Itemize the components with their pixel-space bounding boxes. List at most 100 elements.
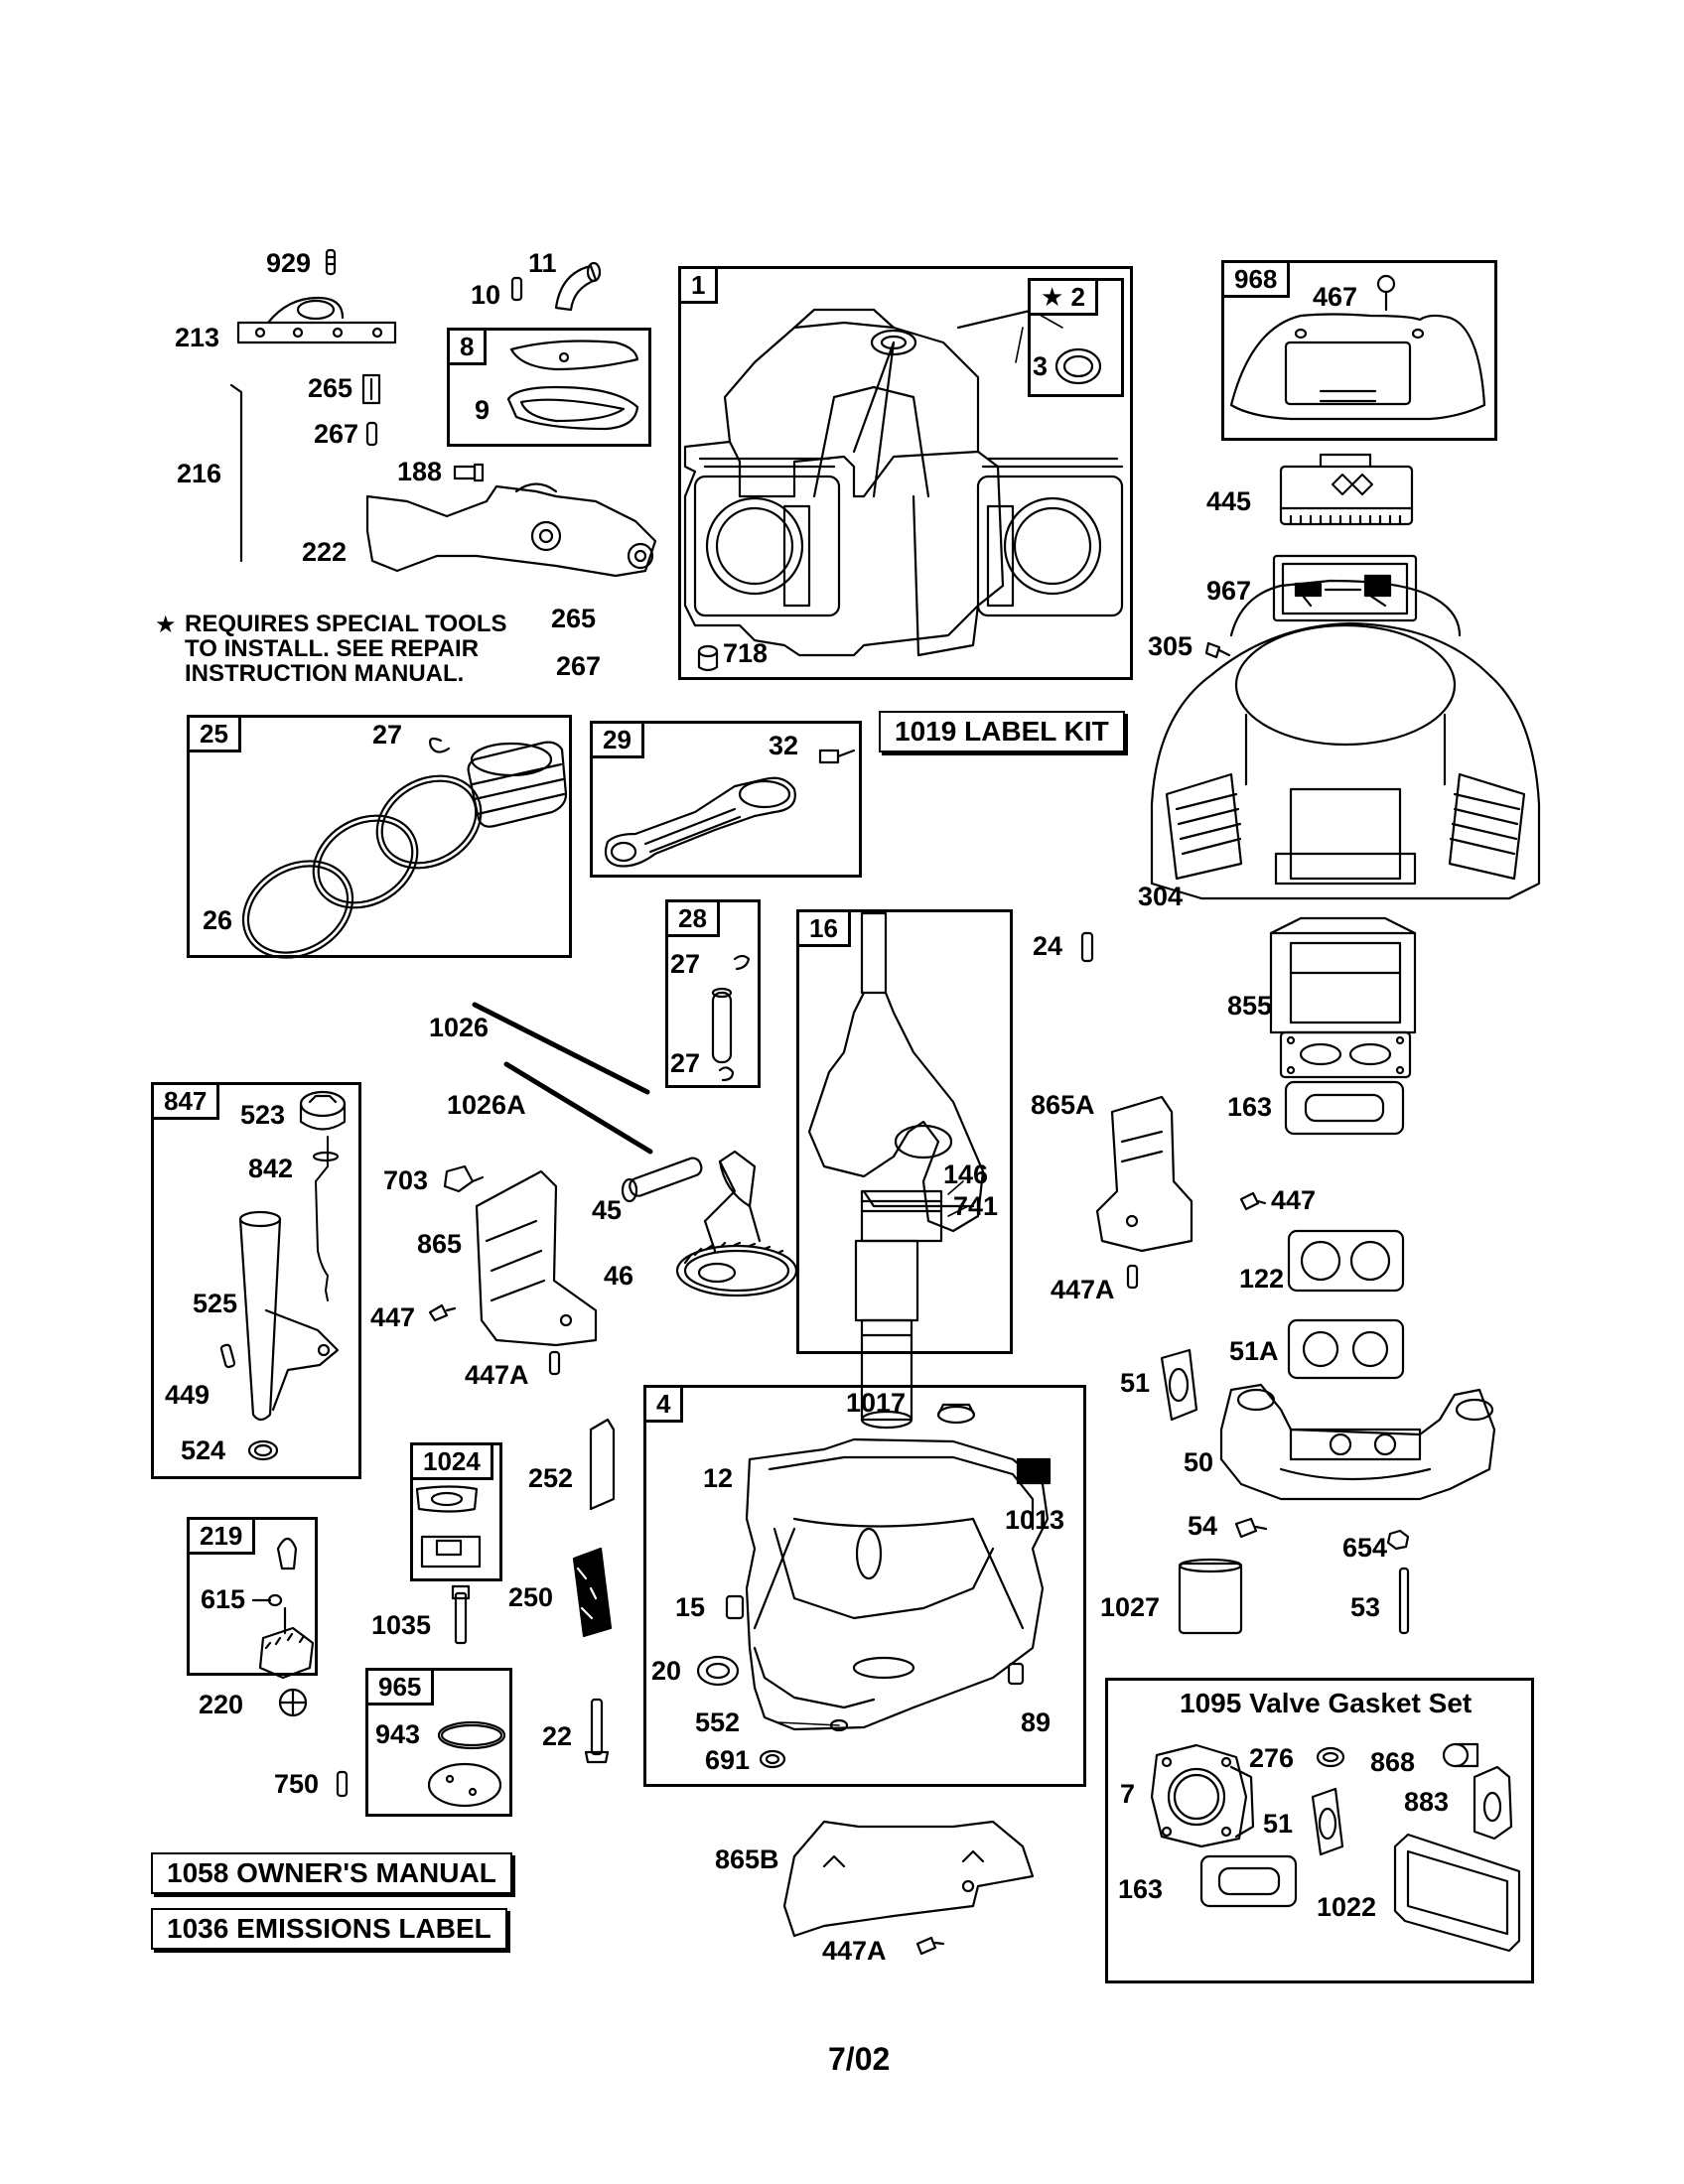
box-968: 968 <box>1221 260 1497 441</box>
piston-25-icon <box>467 741 568 828</box>
part-label: 654 <box>1342 1533 1388 1563</box>
box-number: 1 <box>678 266 719 304</box>
box-number: 28 <box>665 899 720 937</box>
part-label: 265 <box>308 373 353 403</box>
box-4: 4 <box>643 1385 1086 1787</box>
part-label: 20 <box>651 1656 682 1686</box>
note-line: INSTRUCTION MANUAL. <box>185 660 465 687</box>
gasket-set-title: 1095 Valve Gasket Set <box>1180 1688 1473 1718</box>
part-label: 11 <box>528 248 557 278</box>
gear-assembly-615-icon <box>258 1606 315 1680</box>
box-number: 968 <box>1221 260 1291 298</box>
part-label: 967 <box>1206 576 1252 606</box>
box-number: 29 <box>590 721 644 758</box>
clip-27-icon <box>429 737 451 753</box>
rod-216-icon <box>229 383 243 563</box>
part-label: 27 <box>670 949 701 979</box>
screw-447A-bottom-icon <box>915 1936 945 1956</box>
screw-449-icon <box>219 1343 236 1369</box>
part-label: 122 <box>1239 1264 1285 1294</box>
bolt-22-icon <box>584 1698 610 1764</box>
part-label: 252 <box>528 1463 574 1493</box>
part-label: 250 <box>508 1582 554 1612</box>
part-label: 220 <box>199 1690 244 1719</box>
part-label: 883 <box>1404 1787 1450 1817</box>
crankshaft-16-icon <box>807 911 985 1430</box>
cylinder-baffle-865B-icon <box>782 1820 1035 1938</box>
screw-54-icon <box>1234 1517 1268 1539</box>
clip-27-upper-icon <box>733 954 751 971</box>
screw-305-icon <box>1204 641 1231 659</box>
box-28: 28 <box>665 899 761 1088</box>
spacer-122-icon <box>1287 1229 1405 1293</box>
part-label: 188 <box>397 457 443 486</box>
part-label: 54 <box>1188 1511 1218 1541</box>
plug-703-icon <box>443 1164 485 1193</box>
part-label: 12 <box>703 1463 734 1493</box>
part-label: 868 <box>1370 1747 1416 1777</box>
box-1095-gasket-set <box>1105 1678 1534 1983</box>
part-label: 449 <box>165 1380 210 1410</box>
part-label: 615 <box>201 1584 246 1614</box>
dipstick-842-icon <box>315 1136 329 1301</box>
part-label: 691 <box>705 1745 751 1775</box>
part-label: 7 <box>1120 1779 1136 1809</box>
part-label: 146 <box>943 1160 989 1189</box>
part-label: 865A <box>1031 1090 1095 1120</box>
seal-943-icon <box>437 1720 506 1750</box>
box-16: 16 <box>796 909 1013 1354</box>
emissions-label-tag: 1036 EMISSIONS LABEL <box>151 1908 507 1950</box>
dipstick-cap-523-icon <box>299 1090 347 1131</box>
part-label: 718 <box>723 638 769 668</box>
dowel-718-icon <box>697 644 719 672</box>
part-label: 51 <box>1120 1368 1151 1398</box>
screw-929-icon <box>325 248 337 276</box>
gasket-51-set-icon <box>1311 1787 1344 1856</box>
part-label: 45 <box>592 1195 623 1225</box>
screw-447-right-icon <box>1239 1191 1267 1211</box>
screw-447A-icon <box>548 1350 561 1376</box>
part-label: 3 <box>1033 351 1049 381</box>
governor-220-icon <box>278 1688 308 1717</box>
part-label: 447A <box>465 1360 529 1390</box>
oil-filter-1035-icon <box>451 1584 471 1645</box>
clip-27-lower-icon <box>718 1066 735 1082</box>
box-number: 847 <box>151 1082 220 1120</box>
ring-615-icon <box>251 1593 283 1607</box>
pushrod-1026A-icon <box>503 1061 653 1155</box>
box-965: 965 <box>365 1668 512 1817</box>
box-8: 8 <box>447 328 651 447</box>
box-25: 25 <box>187 715 572 958</box>
part-label: 447A <box>822 1936 887 1966</box>
intake-manifold-50-icon <box>1219 1383 1496 1501</box>
part-label: 10 <box>471 280 501 310</box>
part-label: 703 <box>383 1165 429 1195</box>
part-label: 304 <box>1138 882 1184 911</box>
part-label: 855 <box>1227 991 1273 1021</box>
plug-89-icon <box>1007 1662 1025 1686</box>
knob-467-icon <box>1376 274 1396 312</box>
revision-date: 7/02 <box>828 2041 891 2077</box>
crankcase-cover-4-icon <box>745 1437 1050 1731</box>
cylinder-baffle-865A-icon <box>1095 1095 1193 1253</box>
filter-screen-1013-icon <box>1016 1457 1052 1485</box>
elbow-tube-11-icon <box>554 261 602 312</box>
camshaft-46-icon <box>675 1150 798 1297</box>
part-label: 163 <box>1227 1092 1273 1122</box>
part-label: 865 <box>417 1229 463 1259</box>
part-label: 865B <box>715 1844 779 1874</box>
part-label: 51 <box>1263 1809 1294 1839</box>
dipstick-tube-525-icon <box>238 1210 340 1422</box>
part-label: 929 <box>266 248 312 278</box>
box-1: 1 <box>678 266 1133 680</box>
seal-868-icon <box>1442 1742 1479 1768</box>
box-219: 219 <box>187 1517 318 1676</box>
part-label: 51A <box>1229 1336 1279 1366</box>
part-label: 27 <box>372 720 403 750</box>
part-label: 53 <box>1350 1592 1381 1622</box>
engine-block-1-icon <box>683 306 1124 657</box>
part-label: 22 <box>542 1721 573 1751</box>
part-label: 741 <box>953 1191 999 1221</box>
gasket-51-icon <box>1160 1348 1198 1422</box>
pushrod-1026-icon <box>472 1002 650 1095</box>
